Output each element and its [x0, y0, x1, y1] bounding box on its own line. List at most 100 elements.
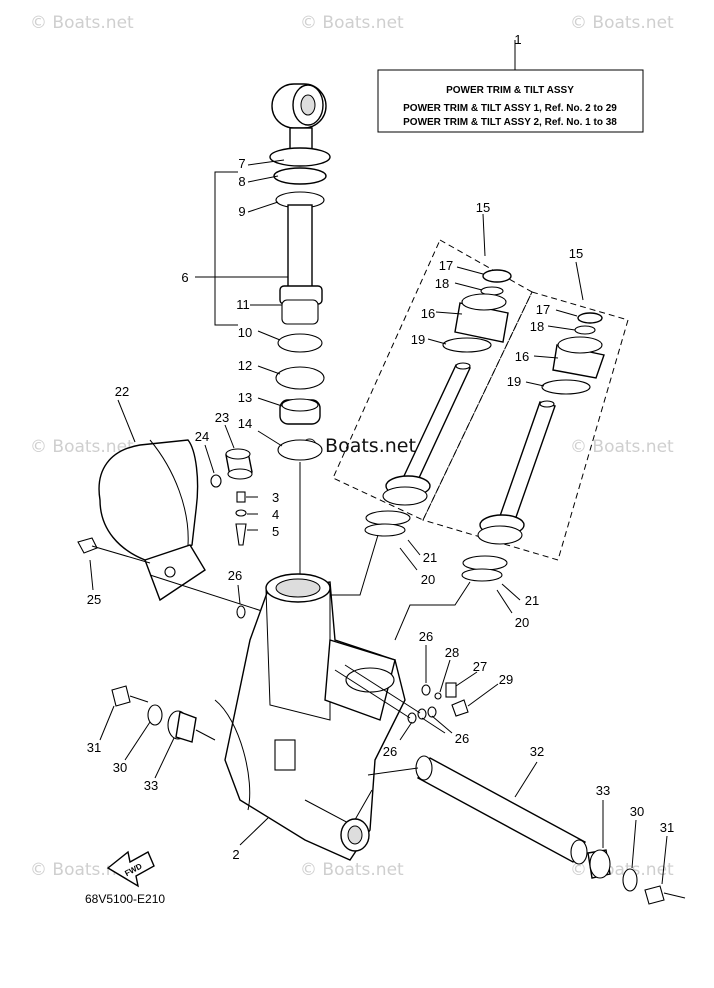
- leader-line: [496, 589, 513, 614]
- valve-port: [345, 667, 395, 693]
- part-28-ball: [434, 692, 442, 700]
- small-parts-left: [77, 424, 266, 619]
- tilt-tube-right: [367, 755, 686, 905]
- fwd-arrow-shape: [106, 850, 155, 888]
- part-6-rod: [287, 204, 313, 288]
- part-32-tube: [417, 757, 586, 863]
- callout-22: 22: [115, 384, 129, 399]
- part-19-oring: [541, 379, 591, 395]
- leader-line: [454, 282, 483, 291]
- callout-29: 29: [499, 672, 513, 687]
- callout-19: 19: [507, 374, 521, 389]
- callout-5: 5: [272, 524, 279, 539]
- cylinder-bore-inner: [275, 578, 321, 598]
- part-21-oring: [364, 523, 406, 537]
- part-31-bolt-shank: [663, 892, 686, 899]
- title-box: POWER TRIM & TILT ASSY POWER TRIM & TILT…: [377, 40, 644, 133]
- leader-line: [661, 835, 668, 885]
- leader-line: [421, 717, 446, 734]
- watermark: © Boats.net: [300, 860, 404, 880]
- callout-16: 16: [421, 306, 435, 321]
- bracket-edge: [214, 699, 251, 811]
- part-30-washer: [622, 868, 638, 892]
- part-13-top: [281, 398, 319, 412]
- callout-15: 15: [476, 200, 490, 215]
- leader-line: [117, 399, 136, 443]
- callout-12: 12: [238, 358, 252, 373]
- part-26-oring: [417, 708, 427, 720]
- part-20-ring: [365, 510, 411, 526]
- leader-line: [239, 817, 269, 846]
- part-23-bottom: [227, 468, 253, 480]
- part-16-top: [557, 336, 603, 354]
- callout-30: 30: [113, 760, 127, 775]
- callout-10: 10: [238, 325, 252, 340]
- tilt-rod-assembly: [195, 83, 331, 575]
- assembly-line: [334, 669, 411, 719]
- assembly-line: [344, 664, 421, 714]
- part-29-fitting: [451, 699, 469, 717]
- leader-line: [257, 330, 281, 341]
- leader-line: [257, 397, 283, 407]
- watermark: © Boats.net: [570, 860, 674, 880]
- trim-rod-left: [403, 364, 472, 481]
- part-33-flange: [589, 849, 611, 879]
- callout-26: 26: [455, 731, 469, 746]
- bracket-pad: [274, 739, 296, 771]
- callout-2: 2: [232, 847, 239, 862]
- callout-9: 9: [238, 204, 245, 219]
- leader-line: [247, 175, 279, 183]
- leader-line: [575, 261, 584, 301]
- trim-rod-right: [499, 401, 556, 521]
- part-7-cap: [269, 147, 331, 167]
- bracket-boss-bore: [347, 825, 363, 845]
- leader-line: [514, 761, 538, 798]
- callout-18: 18: [435, 276, 449, 291]
- callout-11: 11: [236, 297, 250, 312]
- callout-7: 7: [238, 156, 245, 171]
- part-16-top: [461, 293, 507, 311]
- group-bracket: [214, 171, 238, 326]
- callout-18: 18: [530, 319, 544, 334]
- part-26-oring: [236, 605, 246, 619]
- callout-20: 20: [515, 615, 529, 630]
- part-30-washer: [147, 704, 163, 726]
- callout-4: 4: [272, 507, 279, 522]
- part-27-plug: [445, 682, 457, 698]
- part-19-oring: [442, 337, 492, 353]
- callout-26: 26: [419, 629, 433, 644]
- part-2-bracket-body: [214, 573, 406, 861]
- callout-23: 23: [215, 410, 229, 425]
- leader-line: [501, 583, 521, 601]
- callout-14: 14: [238, 416, 252, 431]
- trim-piston-left-base: [382, 486, 428, 506]
- leader-line: [204, 444, 215, 474]
- part-32-tube-end: [570, 839, 588, 865]
- callout-30: 30: [630, 804, 644, 819]
- callout-31: 31: [660, 820, 674, 835]
- bracket-body: [224, 581, 406, 861]
- callout-16: 16: [515, 349, 529, 364]
- seal-rings: [330, 510, 521, 641]
- tilt-tube-left-parts: [99, 685, 216, 779]
- leader-line: [467, 683, 499, 707]
- rod-eye-hole: [300, 94, 316, 116]
- leader-line: [533, 355, 559, 359]
- leader-line: [224, 424, 235, 449]
- callout-31: 31: [87, 740, 101, 755]
- leader-line: [456, 266, 484, 275]
- leader-line: [257, 430, 283, 447]
- leader-line: [631, 819, 637, 869]
- leader-line: [124, 721, 151, 761]
- part-22-cover: [98, 399, 206, 602]
- leader-line: [427, 338, 447, 345]
- diagram-code: 68V5100-E210: [85, 892, 165, 906]
- callout-21: 21: [423, 550, 437, 565]
- leader-line: [247, 159, 285, 166]
- leader-line: [399, 547, 418, 571]
- leader-line: [435, 311, 463, 315]
- part-8-seal: [273, 167, 327, 185]
- callout-33: 33: [596, 783, 610, 798]
- part-31-bolt-head: [111, 685, 131, 707]
- part-26-oring: [421, 684, 431, 696]
